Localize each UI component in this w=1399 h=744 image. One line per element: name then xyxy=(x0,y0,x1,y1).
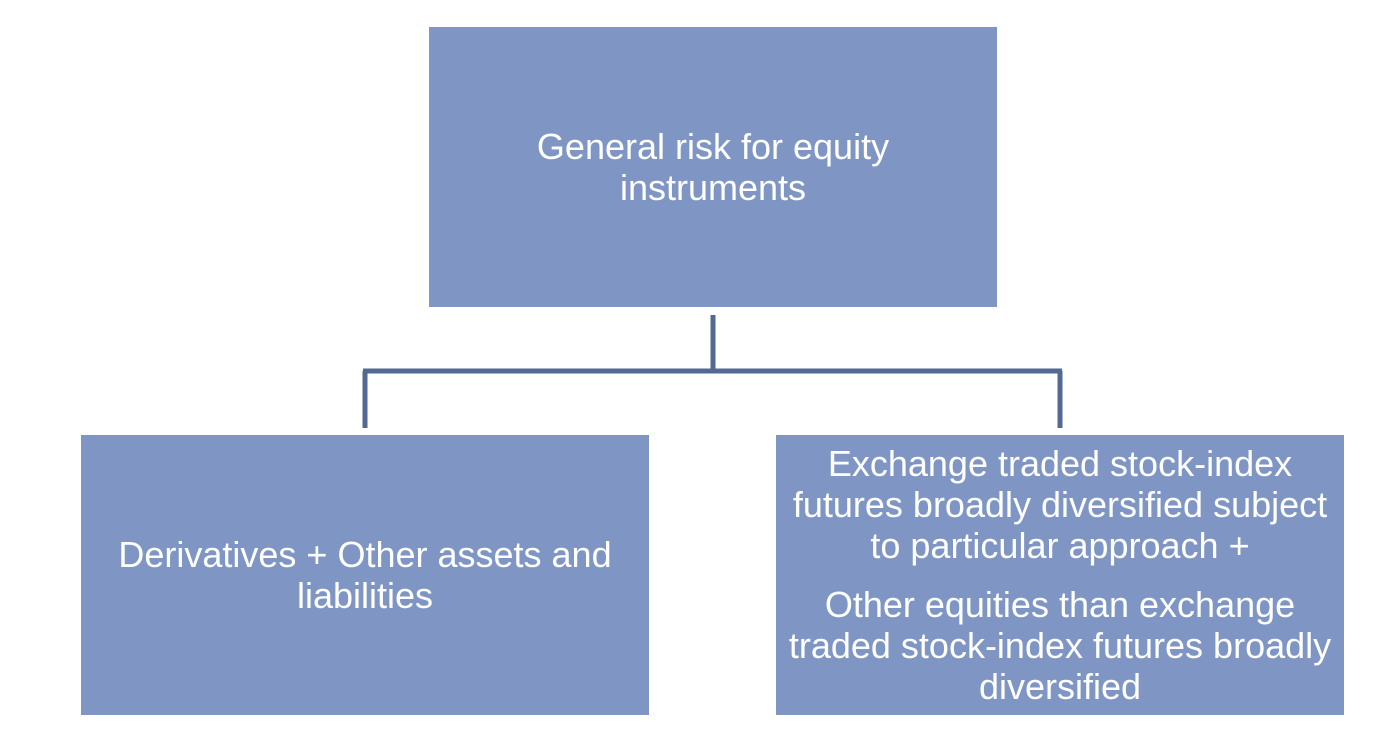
node-derivatives-other-assets: Derivatives + Other assets and liabiliti… xyxy=(81,435,649,715)
node-exchange-traded-futures: Exchange traded stock-index futures broa… xyxy=(776,435,1344,715)
node-general-risk-equity: General risk for equity instruments xyxy=(429,27,997,307)
node-label-paragraph-2: Other equities than exchange traded stoc… xyxy=(788,584,1332,708)
node-label-paragraph-1: Exchange traded stock-index futures broa… xyxy=(792,442,1328,566)
node-label: Derivatives + Other assets and liabiliti… xyxy=(118,533,612,616)
node-label: General risk for equity instruments xyxy=(536,125,890,208)
